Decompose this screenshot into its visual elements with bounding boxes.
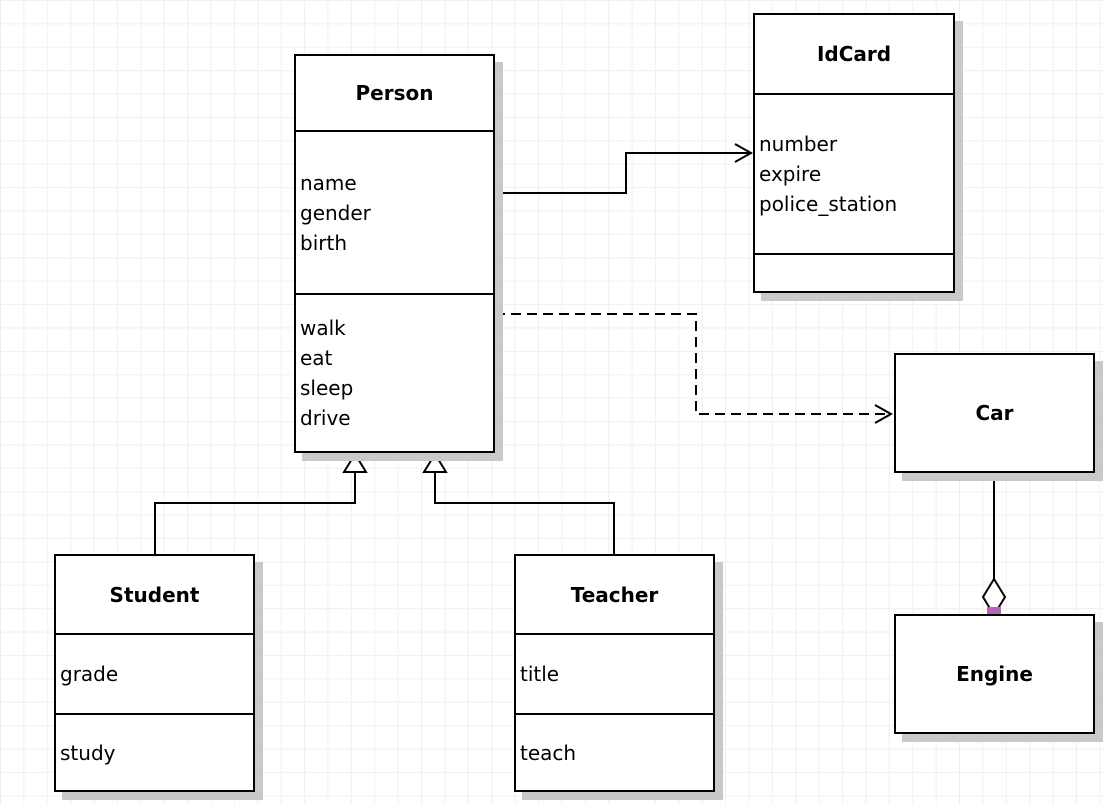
dependency-line[interactable]: [495, 313, 889, 415]
class-title: Car: [975, 401, 1014, 425]
open-arrowhead: [874, 404, 894, 424]
attribute-label: gender: [300, 200, 371, 225]
method-label: sleep: [300, 376, 354, 400]
method-label: drive: [300, 406, 351, 430]
method-label: walk: [300, 316, 346, 340]
generalization-line[interactable]: [434, 472, 615, 554]
generalization-triangle: [422, 452, 448, 473]
class-methods-section: [755, 253, 953, 291]
attribute-label: police_station: [759, 192, 898, 216]
class-methods-section: teach: [516, 713, 713, 790]
class-methods-section: study: [56, 713, 253, 790]
class-attributes-section: number expire police_station: [755, 93, 953, 253]
class-node-teacher[interactable]: Teacher title teach: [514, 554, 715, 792]
class-attributes-section: title: [516, 633, 713, 713]
attribute-label: grade: [60, 662, 119, 686]
association-line[interactable]: [495, 152, 750, 194]
class-title: Student: [109, 582, 200, 607]
attribute-label: title: [520, 662, 560, 686]
attribute-label: name: [300, 170, 357, 195]
class-methods-section: walk eat sleep drive: [296, 293, 493, 451]
method-label: teach: [520, 740, 577, 765]
connector-teacher-person-generalization[interactable]: [422, 452, 615, 554]
attribute-label: number: [759, 132, 838, 156]
class-title: Person: [355, 81, 434, 105]
class-title: Engine: [956, 662, 1033, 686]
connector-car-engine-aggregation[interactable]: [981, 467, 1007, 621]
connector-student-person-generalization[interactable]: [154, 452, 368, 554]
method-label: eat: [300, 346, 333, 370]
method-label: study: [60, 740, 116, 765]
class-attributes-section: grade: [56, 633, 253, 713]
generalization-triangle: [342, 452, 368, 473]
class-node-student[interactable]: Student grade study: [54, 554, 255, 792]
class-node-engine[interactable]: Engine: [894, 614, 1095, 734]
class-node-idcard[interactable]: IdCard number expire police_station: [753, 13, 955, 293]
connector-person-idcard-association[interactable]: [495, 143, 754, 194]
generalization-line[interactable]: [154, 472, 356, 554]
attribute-label: birth: [300, 230, 347, 255]
class-title: IdCard: [816, 42, 892, 66]
class-title: Teacher: [570, 582, 659, 607]
open-arrowhead: [734, 143, 754, 163]
class-node-person[interactable]: Person name gender birth walk eat sleep …: [294, 54, 495, 453]
connector-person-car-dependency[interactable]: [495, 313, 894, 424]
class-node-car[interactable]: Car: [894, 353, 1095, 473]
attribute-label: expire: [759, 162, 822, 186]
class-attributes-section: name gender birth: [296, 130, 493, 293]
